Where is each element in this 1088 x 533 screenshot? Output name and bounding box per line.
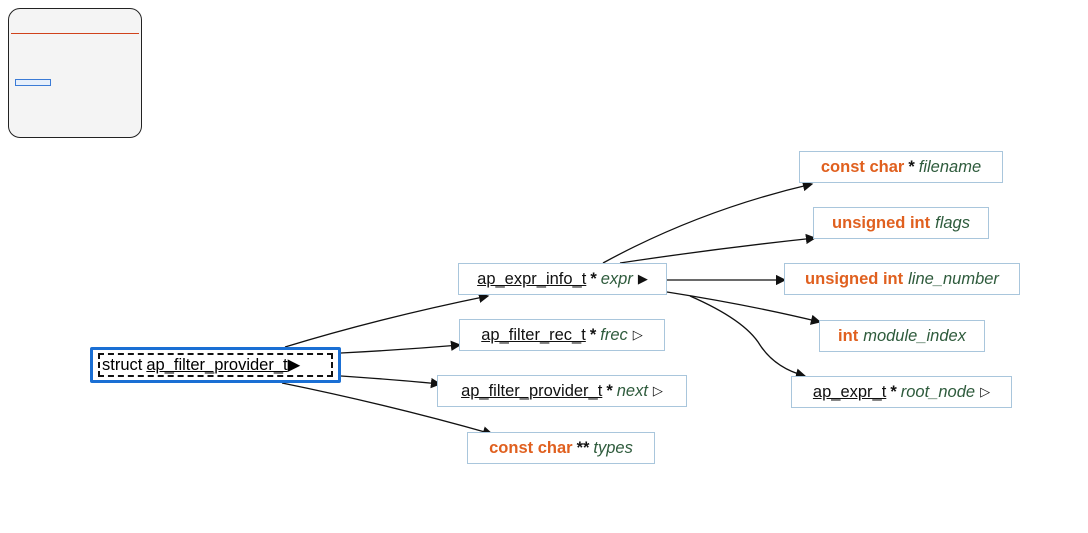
- member-type[interactable]: ap_expr_t: [812, 382, 887, 401]
- root-node[interactable]: struct ap_filter_provider_t ▶: [90, 347, 341, 383]
- edge-root-next: [340, 375, 442, 389]
- member-type[interactable]: ap_filter_rec_t: [481, 325, 586, 344]
- overview-minimap[interactable]: [8, 8, 142, 138]
- pointer-symbol: *: [590, 269, 597, 288]
- expr-member-root-node[interactable]: ap_expr_t * root_node ▷: [791, 376, 1012, 408]
- edge-expr-filename: [602, 180, 814, 264]
- member-name: frec: [600, 325, 628, 344]
- edge-root-types: [281, 382, 494, 437]
- expand-toggle-icon[interactable]: ▷: [980, 384, 991, 399]
- member-name: module_index: [863, 326, 966, 345]
- member-keyword: const char: [820, 157, 905, 176]
- member-keyword: int: [838, 326, 859, 345]
- pointer-symbol: *: [908, 157, 915, 176]
- edge-expr-flags: [619, 233, 817, 264]
- pointer-symbol: *: [589, 325, 597, 344]
- member-type[interactable]: ap_filter_provider_t: [461, 381, 603, 400]
- expr-member-module-index[interactable]: int module_index: [819, 320, 985, 352]
- minimap-root-node: [15, 79, 51, 86]
- member-type[interactable]: ap_expr_info_t: [477, 269, 587, 288]
- member-node-next[interactable]: ap_filter_provider_t * next ▷: [437, 375, 687, 407]
- expand-toggle-icon[interactable]: ▷: [652, 383, 663, 398]
- member-keyword: const char: [489, 438, 573, 457]
- member-name: next: [616, 381, 648, 400]
- member-keyword: unsigned int: [832, 213, 931, 232]
- pointer-symbol: *: [606, 381, 613, 400]
- member-node-expr[interactable]: ap_expr_info_t * expr ▶: [458, 263, 667, 295]
- member-name: expr: [600, 269, 633, 288]
- member-keyword: unsigned int: [805, 269, 904, 288]
- member-name: root_node: [900, 382, 976, 401]
- expr-member-line-number[interactable]: unsigned int line_number: [784, 263, 1020, 295]
- root-node-label: struct ap_filter_provider_t ▶: [98, 353, 333, 377]
- expand-toggle-icon[interactable]: ▶: [287, 356, 301, 374]
- root-type[interactable]: ap_filter_provider_t: [146, 355, 288, 374]
- member-name: types: [593, 438, 633, 457]
- member-node-types[interactable]: const char ** types: [467, 432, 655, 464]
- pointer-symbol: **: [576, 438, 590, 457]
- member-name: filename: [918, 157, 982, 176]
- expr-member-flags[interactable]: unsigned int flags: [813, 207, 989, 239]
- expand-toggle-icon[interactable]: ▶: [637, 271, 648, 286]
- member-node-frec[interactable]: ap_filter_rec_t * frec ▷: [459, 319, 665, 351]
- expand-toggle-icon[interactable]: ▷: [632, 327, 643, 342]
- root-prefix: struct: [102, 355, 143, 374]
- pointer-symbol: *: [890, 382, 897, 401]
- edge-root-frec: [340, 340, 462, 354]
- edge-root-expr: [284, 292, 490, 348]
- edge-expr-rootnode: [689, 295, 807, 379]
- expr-member-filename[interactable]: const char * filename: [799, 151, 1003, 183]
- minimap-divider: [11, 33, 139, 34]
- member-name: flags: [935, 213, 970, 232]
- edge-expr-module: [666, 291, 822, 325]
- member-name: line_number: [908, 269, 999, 288]
